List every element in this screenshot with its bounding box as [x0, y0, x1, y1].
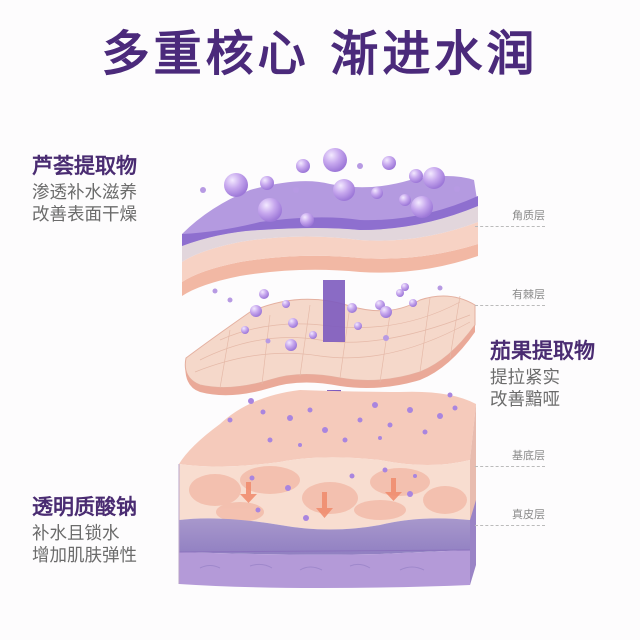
dashed-leader-line [475, 226, 545, 227]
ingredient-name: 透明质酸钠 [32, 495, 137, 519]
page-title: 多重核心 渐进水润 [101, 26, 539, 82]
bubbles-bottom [227, 392, 458, 521]
stratum-corneum-layer [182, 176, 478, 296]
ingredient-aloe: 芦荟提取物 渗透补水滋养 改善表面干燥 [32, 153, 137, 227]
layer-label-text: 有棘层 [512, 288, 545, 301]
downward-orange-arrows-icon [240, 478, 402, 518]
ingredient-benefit: 渗透补水滋养 [32, 183, 137, 204]
ingredient-hyaluronate: 透明质酸钠 补水且锁水 增加肌肤弹性 [32, 494, 137, 568]
ingredient-benefit: 补水且锁水 [32, 524, 120, 545]
ingredient-name: 茄果提取物 [490, 339, 595, 363]
skin-block [178, 390, 476, 588]
layer-label-spinous: 有棘层 [475, 286, 545, 306]
ingredient-benefit: 增加肌肤弹性 [32, 546, 137, 567]
ingredient-benefit: 改善黯哑 [490, 390, 560, 411]
bubbles-top [200, 148, 460, 227]
layer-label-text: 基底层 [512, 449, 545, 462]
ingredient-benefit: 改善表面干燥 [32, 205, 137, 226]
ingredient-name: 芦荟提取物 [32, 154, 137, 178]
layer-label-text: 角质层 [512, 209, 545, 222]
ingredient-eggplant: 茄果提取物 提拉紧实 改善黯哑 [490, 338, 595, 412]
layer-label-text: 真皮层 [512, 508, 545, 521]
layer-label-basal: 基底层 [475, 447, 545, 467]
layer-label-stratum-corneum: 角质层 [475, 207, 545, 227]
bubbles-middle [212, 283, 443, 351]
dashed-leader-line [475, 525, 545, 526]
dashed-leader-line [475, 305, 545, 306]
dashed-leader-line [475, 466, 545, 467]
layer-label-dermis: 真皮层 [475, 506, 545, 526]
ingredient-benefit: 提拉紧实 [490, 368, 560, 389]
